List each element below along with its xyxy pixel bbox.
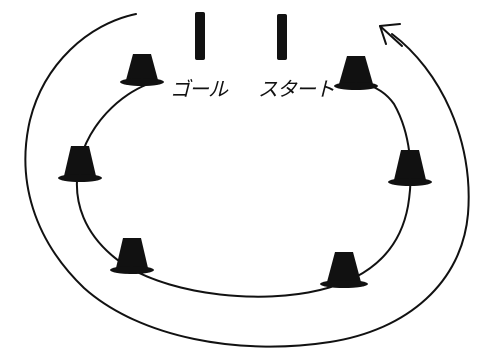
start-post-marker bbox=[277, 14, 287, 60]
cone-bottom-left bbox=[110, 238, 154, 274]
cone-top-right bbox=[334, 56, 378, 90]
cone-mid-right bbox=[388, 150, 432, 186]
goal-post-marker bbox=[195, 12, 205, 60]
start-label: スタート bbox=[258, 77, 334, 101]
arrow-head-icon bbox=[379, 23, 403, 47]
cone-top-left bbox=[120, 54, 164, 86]
cone-mid-left bbox=[58, 146, 102, 182]
goal-label: ゴール bbox=[170, 77, 229, 101]
cone-bottom-right bbox=[320, 252, 368, 288]
outer-route-line bbox=[24, 13, 470, 348]
